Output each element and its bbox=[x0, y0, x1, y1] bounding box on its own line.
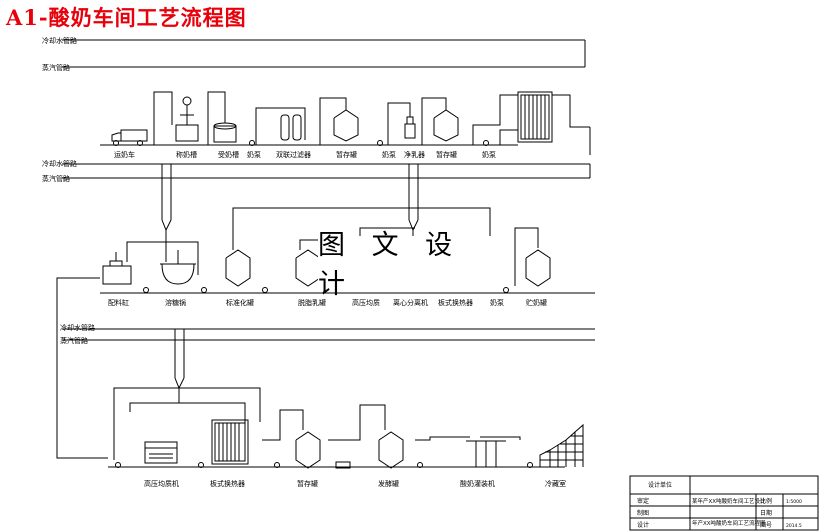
equipment-label: 奶泵 bbox=[490, 298, 504, 307]
steam-pipe-label: 蒸汽管路 bbox=[42, 63, 70, 72]
pump-icon bbox=[274, 462, 280, 468]
title-block-row-label: 设计 bbox=[637, 521, 649, 529]
equipment-label: 酸奶灌装机 bbox=[460, 479, 495, 488]
cold-water-pipe-label: 冷却水管路 bbox=[60, 323, 95, 332]
equipment-label: 受奶槽 bbox=[218, 150, 239, 159]
title-block-row-label: 制图 bbox=[637, 509, 649, 517]
title-block-right-value: 1:5000 bbox=[786, 499, 802, 505]
mixing-tank-icon bbox=[102, 252, 132, 285]
buffer-tank-icon bbox=[295, 431, 321, 469]
cold-storage-icon bbox=[539, 423, 584, 467]
title-block-right-value: 2014.5 bbox=[786, 523, 802, 529]
title-block bbox=[629, 475, 819, 531]
title-block-right-label: 日期 bbox=[760, 509, 772, 517]
title-block-right-label: 比例 bbox=[760, 497, 772, 505]
fermentation-tank-icon bbox=[378, 431, 404, 469]
pump-icon bbox=[417, 462, 423, 468]
pump-icon bbox=[115, 462, 121, 468]
title-block-header: 设计单位 bbox=[648, 481, 672, 489]
pump-icon bbox=[143, 287, 149, 293]
plate-heat-exchanger-icon bbox=[517, 91, 553, 143]
homogenizer-icon bbox=[144, 441, 178, 464]
title-block-right-label: 图号 bbox=[760, 522, 772, 529]
equipment-label: 双联过滤器 bbox=[276, 150, 311, 159]
row1-equipment bbox=[111, 91, 553, 146]
watermark-text: 图 文 设 计 bbox=[318, 230, 500, 300]
plate-heat-exchanger-icon bbox=[211, 419, 249, 465]
equipment-label: 脱脂乳罐 bbox=[298, 298, 326, 307]
pump-box-icon bbox=[335, 461, 351, 469]
equipment-label: 奶泵 bbox=[247, 150, 261, 159]
weighing-tank-icon bbox=[153, 91, 199, 145]
duplex-filter-icon bbox=[255, 107, 306, 145]
row3-equipment bbox=[115, 419, 584, 469]
skim-milk-tank-icon bbox=[295, 249, 321, 287]
equipment-label: 奶泵 bbox=[482, 150, 496, 159]
equipment-label: 称奶槽 bbox=[176, 150, 197, 159]
page-title: A1-酸奶车间工艺流程图 bbox=[6, 5, 247, 30]
buffer-tank-icon bbox=[421, 97, 459, 145]
equipment-label: 溶糖锅 bbox=[165, 298, 186, 307]
equipment-label: 奶泵 bbox=[382, 150, 396, 159]
equipment-label: 净乳器 bbox=[404, 150, 425, 159]
left-return-line bbox=[56, 277, 108, 459]
equipment-label: 发酵罐 bbox=[378, 479, 399, 488]
cold-water-pipe-label: 冷却水管路 bbox=[42, 159, 77, 168]
equipment-label: 贮奶罐 bbox=[526, 298, 547, 307]
milk-pump-icon bbox=[377, 140, 383, 146]
pump-icon bbox=[527, 462, 533, 468]
equipment-label: 暂存罐 bbox=[436, 150, 457, 159]
milk-truck-icon bbox=[111, 129, 148, 146]
filling-machine-icon bbox=[466, 440, 506, 467]
milk-pump-icon bbox=[483, 140, 489, 146]
cold-water-pipe-label: 冷却水管路 bbox=[42, 36, 77, 45]
clarifier-icon bbox=[387, 102, 416, 145]
equipment-label: 板式换热器 bbox=[210, 479, 245, 488]
pump-icon bbox=[201, 287, 207, 293]
storage-tank-icon bbox=[525, 249, 551, 287]
equipment-label: 标准化罐 bbox=[226, 298, 254, 307]
equipment-label: 高压均质机 bbox=[144, 479, 179, 488]
equipment-label: 运奶车 bbox=[114, 150, 135, 159]
equipment-label: 暂存罐 bbox=[336, 150, 357, 159]
standardization-tank-icon bbox=[225, 249, 251, 287]
receiving-tank-icon bbox=[207, 91, 237, 145]
sugar-kettle-icon bbox=[160, 250, 196, 285]
equipment-label: 冷藏室 bbox=[545, 479, 566, 488]
pump-icon bbox=[198, 462, 204, 468]
equipment-label: 配料缸 bbox=[108, 298, 129, 307]
pump-icon bbox=[503, 287, 509, 293]
title-block-project: 某年产XX吨酸奶车间工艺设计 bbox=[692, 497, 766, 505]
equipment-label: 板式换热器 bbox=[438, 298, 473, 307]
steam-pipe-label: 蒸汽管路 bbox=[60, 336, 88, 345]
equipment-label: 高压均质 bbox=[352, 298, 380, 307]
steam-pipe-label: 蒸汽管路 bbox=[42, 174, 70, 183]
equipment-label: 暂存罐 bbox=[297, 479, 318, 488]
pump-icon bbox=[262, 287, 268, 293]
title-block-row-label: 审定 bbox=[637, 497, 649, 505]
milk-pump-icon bbox=[249, 140, 255, 146]
row1-pipes bbox=[62, 39, 591, 179]
buffer-tank-icon bbox=[319, 97, 359, 145]
row3-pipes bbox=[62, 328, 595, 468]
title-block-drawing: 年产XX吨酸奶车间工艺流程图 bbox=[692, 519, 766, 527]
equipment-label: 离心分离机 bbox=[393, 298, 428, 307]
